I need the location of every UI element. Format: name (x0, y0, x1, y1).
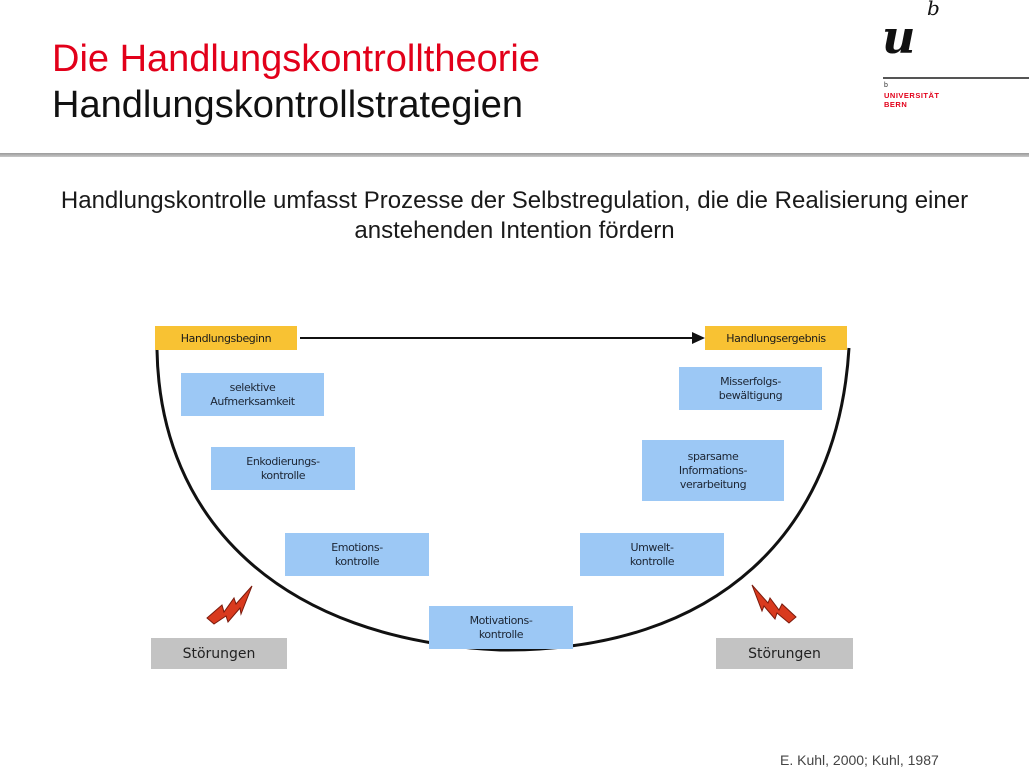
logo-superscript: b (927, 0, 940, 20)
strategy-environment-control: Umwelt-kontrolle (580, 533, 724, 576)
logo-rule (883, 77, 1029, 79)
logo-name: UNIVERSITÄT BERN (884, 91, 940, 109)
strategy-failure-coping: Misserfolgs-bewältigung (679, 367, 822, 410)
page-title: Die Handlungskontrolltheorie (52, 38, 540, 80)
end-tag: Handlungsergebnis (705, 326, 847, 350)
strategy-encoding-control: Enkodierungs-kontrolle (211, 447, 355, 490)
disturbance-left: Störungen (151, 638, 287, 669)
header-divider (0, 153, 1029, 157)
action-arc (155, 347, 851, 652)
logo-small-b: b (884, 82, 888, 89)
logo-letter: u (882, 10, 916, 64)
citation: E. Kuhl, 2000; Kuhl, 1987 (780, 752, 939, 768)
lightning-bolt-icon (206, 585, 253, 625)
strategy-emotion-control: Emotions-kontrolle (285, 533, 429, 576)
arrow-right-icon (692, 332, 705, 344)
start-tag: Handlungsbeginn (155, 326, 297, 350)
lightning-bolt-icon (751, 584, 797, 624)
lead-text: Handlungskontrolle umfasst Prozesse der … (60, 187, 969, 244)
disturbance-right: Störungen (716, 638, 853, 669)
strategy-motivation-control: Motivations-kontrolle (429, 606, 573, 649)
page-subtitle: Handlungskontrollstrategien (52, 84, 524, 126)
